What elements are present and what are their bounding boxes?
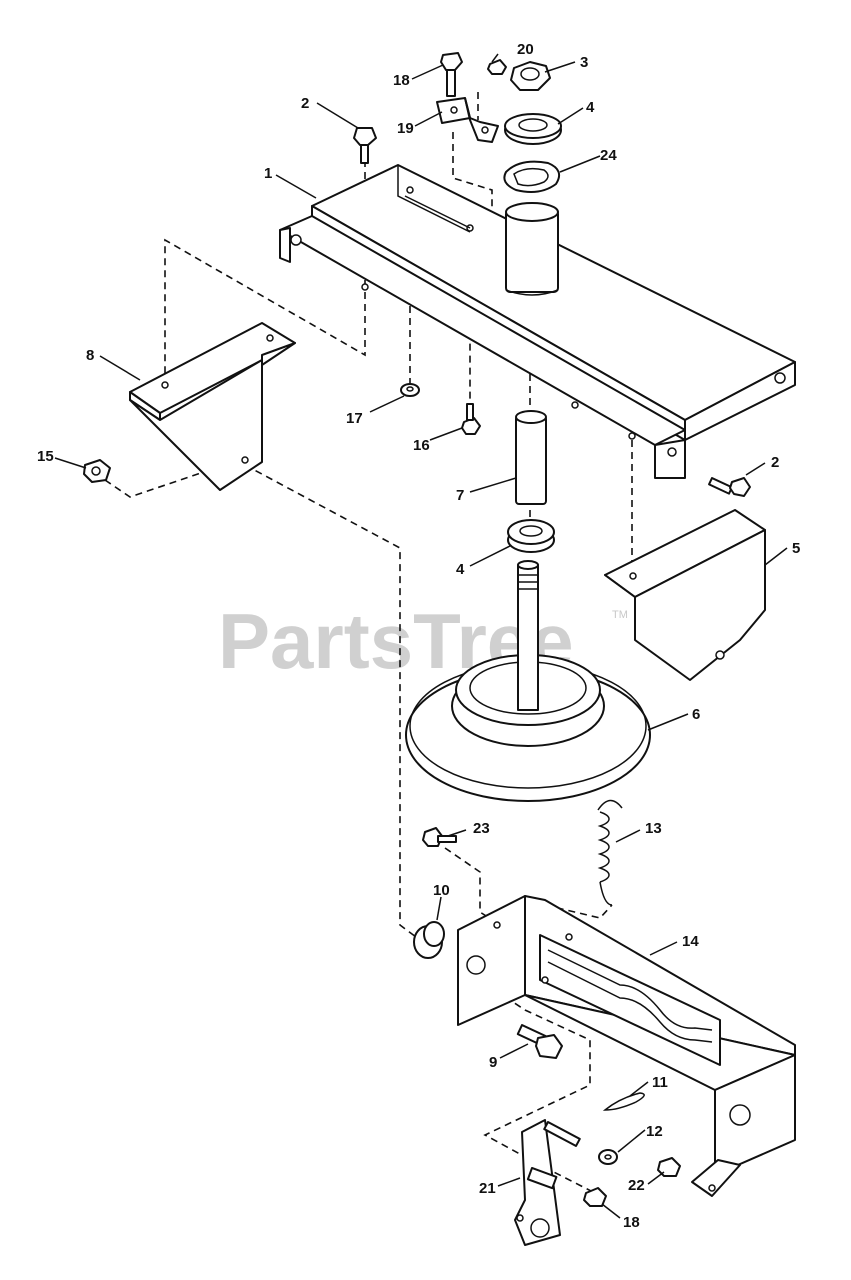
callout-12: 12 [646,1123,663,1140]
callout-8: 8 [86,347,94,364]
watermark-trademark: TM [612,609,628,621]
washer-17 [400,383,420,397]
locknut-3 [510,61,551,91]
right-bracket-5 [604,509,766,681]
bolt-2-top [353,127,377,164]
bracket-19 [436,97,499,143]
nut-20 [487,59,507,75]
callout-19: 19 [397,120,414,137]
spacer-tube-7 [515,410,547,505]
lever-arm-21 [514,1119,581,1246]
spring-13 [597,799,623,906]
screw-23 [422,827,457,847]
callout-18-top: 18 [393,72,410,89]
callout-5: 5 [792,540,800,557]
callout-13: 13 [645,820,662,837]
callout-16: 16 [413,437,430,454]
bearing-4-lower [507,519,555,553]
callout-labels: 1 2 2 3 4 4 5 6 7 8 9 10 11 12 13 14 15 … [37,41,800,1231]
washer-12 [598,1149,618,1165]
leader-lines [54,53,788,1219]
callout-15: 15 [37,448,54,465]
callout-14: 14 [682,933,699,950]
callout-3: 3 [580,54,588,71]
callout-9: 9 [489,1054,497,1071]
callout-10: 10 [433,882,450,899]
callout-23: 23 [473,820,490,837]
retaining-clip-24 [503,160,561,193]
callout-1: 1 [264,165,272,182]
hairpin-clip-11 [602,1092,645,1111]
bolt-9 [516,1023,563,1059]
callout-6: 6 [692,706,700,723]
callout-22: 22 [628,1177,645,1194]
callout-21: 21 [479,1180,496,1197]
bushing-10 [413,921,445,959]
callout-17: 17 [346,410,363,427]
bearing-4-upper [504,113,562,145]
callout-2-right: 2 [771,454,779,471]
callout-24: 24 [600,147,617,164]
bolt-18-top [440,52,463,97]
callout-11: 11 [652,1074,668,1091]
left-bracket-8 [129,322,296,491]
upper-bushing [505,202,559,296]
callout-18-bottom: 18 [623,1214,640,1231]
callout-2-top: 2 [301,95,309,112]
lower-bracket-14 [457,895,796,1197]
callout-4-lower: 4 [456,561,465,578]
callout-20: 20 [517,41,534,58]
nut-15 [83,459,111,483]
screw-16 [461,403,481,435]
pulley-6 [405,560,651,802]
callout-4-upper: 4 [586,99,595,116]
callout-7: 7 [456,487,464,504]
bolt-2-right [708,477,751,497]
nut-18-bottom [583,1187,607,1207]
